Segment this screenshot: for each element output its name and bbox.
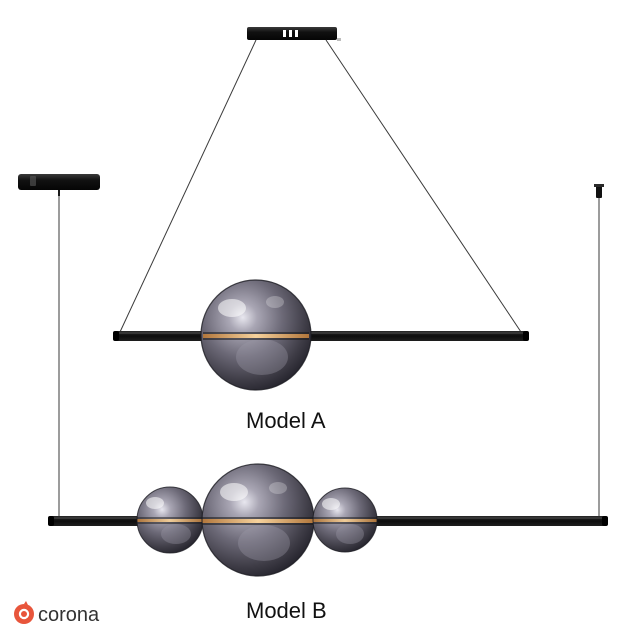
model-a-cable-left	[119, 39, 257, 333]
model-b-glass-globe-left	[136, 486, 204, 554]
model-a-canopy	[247, 27, 341, 41]
model-a-bar	[113, 331, 529, 341]
model-a-pendant	[113, 27, 529, 391]
model-b-anchor	[594, 184, 604, 198]
corona-logo-wordmark: corona	[38, 604, 100, 626]
model-b-caption: Model B	[246, 598, 327, 623]
model-a-caption: Model A	[246, 408, 326, 433]
corona-logo-mark	[14, 601, 34, 624]
model-b-pendant	[18, 174, 608, 577]
corona-logo-icon: corona	[14, 601, 100, 626]
model-b-glass-globe-right	[312, 487, 378, 553]
model-a-cable-right	[325, 39, 522, 333]
model-a-glass-globe	[200, 279, 312, 391]
model-b-canopy	[18, 174, 100, 196]
model-b-glass-globe-center	[201, 463, 315, 577]
